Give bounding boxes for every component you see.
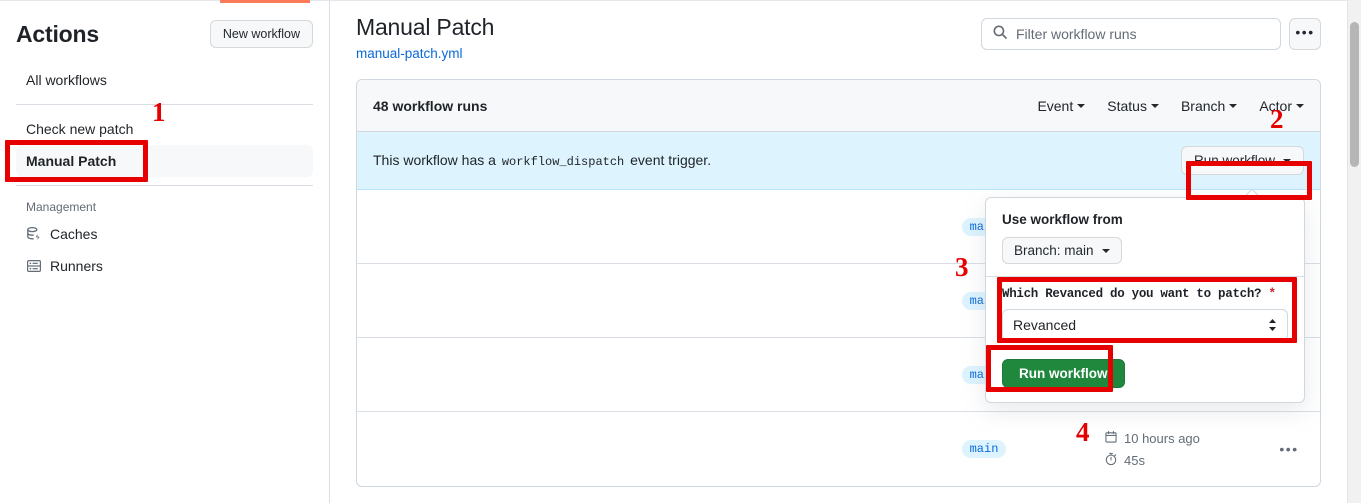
input-label-text: Which Revanced do you want to patch?: [1002, 287, 1262, 301]
run-meta-cell: 10 hours ago 45s: [1084, 430, 1274, 469]
panel-footer: Run workflow: [986, 349, 1304, 402]
page-loading-bar: [220, 0, 310, 3]
filter-event[interactable]: Event: [1037, 97, 1086, 114]
more-options-button[interactable]: •••: [1289, 18, 1321, 50]
calendar-icon: [1104, 430, 1118, 447]
sidebar-divider-2: [16, 185, 313, 186]
filter-branch[interactable]: Branch: [1180, 97, 1238, 114]
filter-actor[interactable]: Actor: [1259, 98, 1304, 114]
filter-status[interactable]: Status: [1107, 98, 1159, 114]
page-heading-group: Manual Patch manual-patch.yml: [356, 14, 494, 61]
sidebar-item-label: Runners: [50, 258, 103, 274]
chevron-down-icon: [1283, 158, 1291, 163]
page-title: Manual Patch: [356, 14, 495, 40]
server-icon: [26, 258, 42, 274]
branch-badge[interactable]: main: [961, 440, 1007, 458]
top-edge-divider: [0, 0, 1347, 1]
main-header: Manual Patch manual-patch.yml •••: [356, 14, 1321, 61]
run-duration: 45s: [1104, 452, 1274, 469]
sidebar-item-label: Caches: [50, 226, 98, 242]
dispatch-event-code: workflow_dispatch: [501, 155, 625, 169]
revanced-select-value: Revanced: [1013, 317, 1077, 333]
cache-icon: [26, 226, 42, 242]
table-row[interactable]: main 10 hours ago: [357, 412, 1320, 486]
filter-label: Actor: [1259, 97, 1292, 114]
sidebar-nav: All workflows Check new patch Manual Pat…: [6, 64, 313, 282]
dispatch-text-after: event trigger.: [630, 152, 712, 168]
main-content: Manual Patch manual-patch.yml •••: [330, 0, 1347, 503]
search-icon: [992, 24, 1008, 45]
search-box[interactable]: [981, 18, 1281, 50]
timestamp-label: 10 hours ago: [1124, 430, 1200, 446]
duration-label: 45s: [1124, 452, 1145, 468]
workflow-dispatch-banner: This workflow has a workflow_dispatch ev…: [357, 132, 1320, 190]
new-workflow-button[interactable]: New workflow: [209, 20, 313, 48]
required-marker: *: [1268, 287, 1276, 301]
sidebar-item-caches[interactable]: Caches: [16, 218, 313, 250]
sidebar-item-label: All workflows: [26, 72, 107, 88]
run-workflow-panel: Use workflow from Branch: main Which Rev…: [985, 188, 1305, 403]
search-input[interactable]: [1016, 26, 1270, 42]
sidebar-group-management: Management: [26, 200, 97, 214]
filter-label: Status: [1107, 97, 1147, 114]
sidebar-title: Actions: [16, 20, 99, 47]
chevron-down-icon: [1229, 103, 1238, 108]
revanced-select[interactable]: Revanced: [1002, 309, 1288, 341]
workflow-runs-card: 48 workflow runs Event Status Branch: [356, 79, 1321, 487]
dispatch-banner-text: This workflow has a workflow_dispatch ev…: [373, 152, 711, 169]
sidebar-divider-1: [16, 104, 313, 105]
workflow-file-link[interactable]: manual-patch.yml: [356, 46, 463, 61]
use-workflow-from-section: Use workflow from Branch: main: [986, 198, 1304, 276]
chevron-down-icon: [1101, 248, 1110, 253]
branch-select-button[interactable]: Branch: main: [1002, 237, 1122, 264]
sidebar: Actions New workflow All workflows Check…: [0, 0, 330, 503]
sidebar-item-runners[interactable]: Runners: [16, 250, 313, 282]
branch-select-label: Branch: main: [1014, 243, 1094, 258]
use-workflow-from-label: Use workflow from: [1002, 212, 1123, 227]
run-branch-cell: main: [884, 440, 1084, 458]
run-timestamp: 10 hours ago: [1104, 430, 1274, 447]
runs-filters: Event Status Branch Actor: [1037, 98, 1304, 114]
stopwatch-icon: [1104, 452, 1118, 469]
header-controls: •••: [981, 18, 1321, 50]
workflow-runs-count: 48 workflow runs: [373, 97, 488, 114]
run-workflow-button-label: Run workflow: [1193, 153, 1275, 168]
chevron-down-icon: [1296, 103, 1304, 108]
workflow-input-section: Which Revanced do you want to patch? * R…: [986, 277, 1304, 349]
sidebar-item-check-new-patch[interactable]: Check new patch: [16, 113, 313, 145]
row-more-button[interactable]: •••: [1279, 441, 1299, 457]
runs-card-header: 48 workflow runs Event Status Branch: [357, 80, 1320, 132]
filter-label: Event: [1037, 97, 1074, 114]
dispatch-text-before: This workflow has a: [373, 152, 496, 168]
filter-label: Branch: [1180, 97, 1226, 114]
sidebar-item-label: Check new patch: [26, 121, 134, 137]
sidebar-header: Actions New workflow: [16, 0, 313, 52]
sidebar-item-label: Manual Patch: [26, 153, 117, 169]
select-updown-icon: [1267, 318, 1278, 332]
submit-run-workflow-button[interactable]: Run workflow: [1002, 359, 1125, 388]
page-scrollbar-thumb[interactable]: [1350, 22, 1359, 167]
workflow-input-label: Which Revanced do you want to patch? *: [1002, 287, 1288, 301]
chevron-down-icon: [1150, 103, 1159, 108]
panel-divider: [986, 276, 1304, 277]
run-workflow-dropdown-button[interactable]: Run workflow: [1180, 146, 1304, 175]
chevron-down-icon: [1077, 103, 1086, 108]
sidebar-item-manual-patch[interactable]: Manual Patch: [6, 145, 313, 177]
sidebar-item-all-workflows[interactable]: All workflows: [16, 64, 313, 96]
